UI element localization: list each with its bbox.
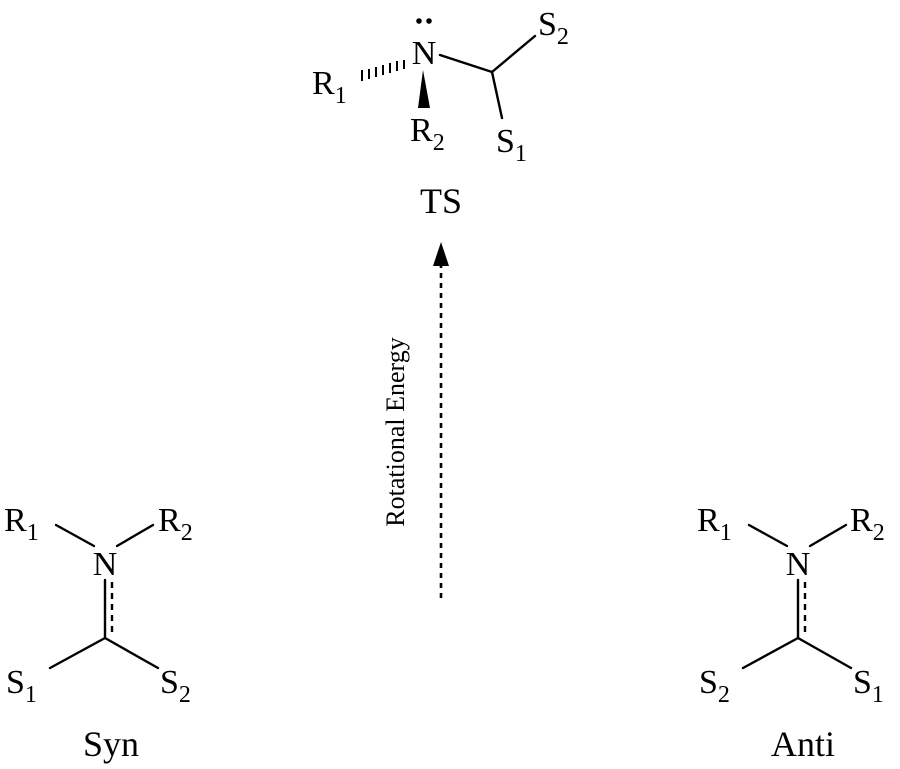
anti-r1-n-bond: [747, 523, 789, 548]
ts-solid-wedge-bond: [418, 70, 430, 108]
ts-lone-pair-dot: [416, 18, 422, 24]
syn-structure: R1 R2 N S1 S2 Syn: [4, 502, 193, 764]
ts-r2-label: R2: [410, 112, 445, 156]
arrow-label: Rotational Energy: [381, 337, 410, 526]
anti-caption: Anti: [771, 724, 835, 764]
ts-hashed-wedge-bond: [361, 60, 405, 81]
syn-r2-label: R2: [158, 502, 193, 546]
anti-s-left-label: S2: [699, 664, 730, 708]
ts-caption: TS: [420, 181, 462, 221]
syn-n-r2-bond: [115, 523, 155, 548]
anti-n-r2-bond: [808, 523, 848, 548]
anti-r1-label: R1: [697, 502, 732, 546]
syn-r1-label: R1: [4, 502, 39, 546]
rotational-energy-arrow: Rotational Energy: [381, 242, 449, 598]
syn-c-s1-bond: [48, 636, 107, 670]
ts-c-s2-bond: [490, 34, 537, 74]
syn-caption: Syn: [83, 724, 139, 764]
anti-nitrogen-atom: N: [786, 546, 811, 583]
ts-structure: N R1 R2 S2: [312, 6, 569, 221]
anti-s-right-label: S1: [853, 664, 884, 708]
anti-c-s2-bond: [741, 636, 800, 670]
ts-c-s1-bond: [490, 70, 504, 120]
anti-c-s1-bond: [796, 636, 853, 670]
ts-r1-label: R1: [312, 65, 347, 109]
ts-lone-pair-dot: [426, 18, 432, 24]
anti-structure: R1 R2 N S2 S1 Anti: [697, 502, 885, 764]
ts-s2-label: S2: [538, 6, 569, 50]
ts-nitrogen-atom: N: [412, 35, 437, 72]
syn-r1-n-bond: [54, 523, 96, 548]
syn-nitrogen-atom: N: [93, 546, 118, 583]
syn-c-s2-bond: [103, 636, 160, 670]
ts-s1-label: S1: [496, 123, 527, 167]
ts-n-c-bond: [438, 53, 494, 74]
syn-s-right-label: S2: [160, 664, 191, 708]
syn-s-left-label: S1: [6, 664, 37, 708]
anti-r2-label: R2: [850, 502, 885, 546]
arrow-head: [433, 242, 449, 266]
